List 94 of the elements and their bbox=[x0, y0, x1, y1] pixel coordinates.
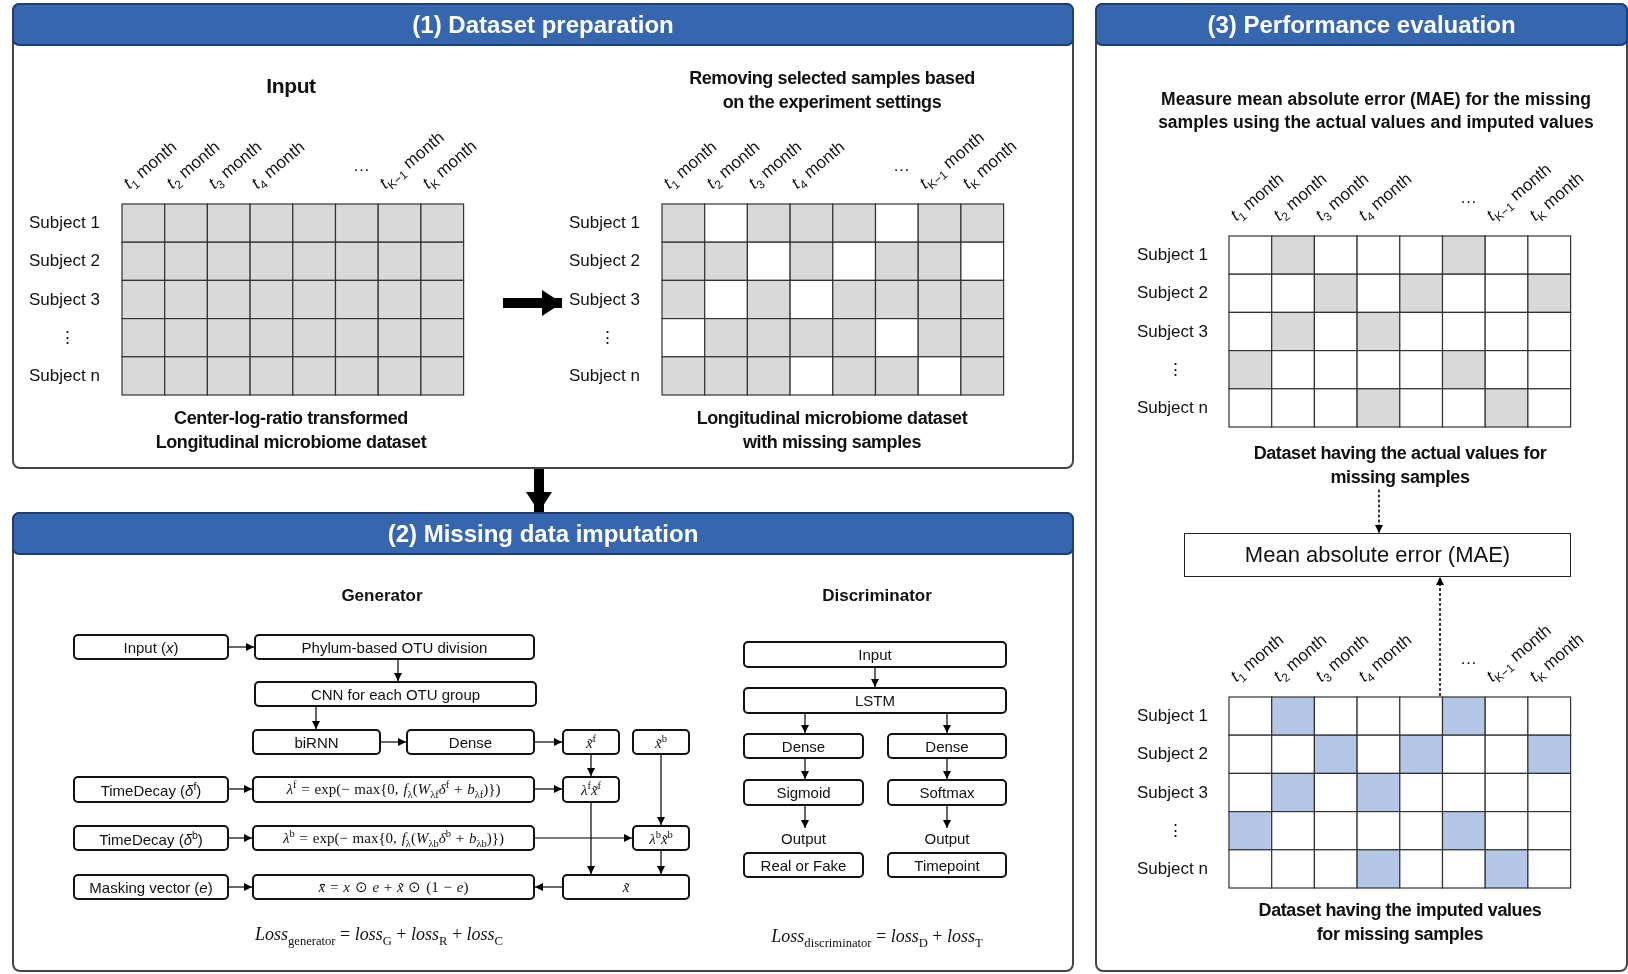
process-box: TimeDecay (δ$^{b}$) bbox=[73, 825, 229, 851]
arrow bbox=[657, 754, 665, 826]
section-heading: Measure mean absolute error (MAE) for the missing samples using the actual values and imputed values bbox=[1157, 88, 1595, 134]
column-header: … bbox=[893, 156, 910, 176]
process-box: x̄ = x ⊙ e + x̃ ⊙ (1 − e) bbox=[252, 874, 535, 900]
output-label: Output bbox=[780, 830, 827, 847]
process-box: Input (x) bbox=[73, 634, 229, 660]
row-header: Subject n bbox=[1137, 397, 1208, 418]
loss-formula: Loss$_{generator}$ = loss$_{G}$ + loss$_{R}$ + loss$_{C}$ bbox=[254, 924, 504, 950]
arrow bbox=[228, 785, 253, 793]
section-header: (1) Dataset preparation bbox=[12, 3, 1074, 46]
row-header: Subject 3 bbox=[1137, 782, 1208, 803]
grid-caption: Dataset having the actual values for missing samples bbox=[1252, 442, 1548, 490]
arrow bbox=[801, 805, 809, 829]
grid-caption: Center-log-ratio transformed Longitudinal microbiome dataset bbox=[154, 407, 428, 455]
block-arrow bbox=[503, 290, 562, 316]
column-header: … bbox=[1460, 188, 1477, 208]
process-box: λ$^{b}$x̃$^{b}$ bbox=[632, 825, 690, 851]
grid-title: Input bbox=[265, 73, 317, 99]
arrow bbox=[394, 659, 402, 682]
column-header: … bbox=[1460, 649, 1477, 669]
arrow bbox=[380, 738, 407, 746]
process-box: TimeDecay (δ$^{f}$) bbox=[73, 776, 229, 803]
row-header: Subject 3 bbox=[29, 289, 100, 310]
process-box: x̃ bbox=[562, 874, 690, 900]
row-header: Subject n bbox=[569, 365, 640, 386]
arrow bbox=[228, 643, 255, 651]
dotted-arrow bbox=[1436, 576, 1444, 697]
dotted-arrow bbox=[1375, 488, 1383, 534]
process-box: Timepoint bbox=[887, 852, 1007, 878]
process-box: Real or Fake bbox=[743, 852, 864, 878]
block-arrow bbox=[526, 469, 552, 512]
arrow bbox=[228, 834, 253, 842]
arrow bbox=[228, 883, 253, 891]
process-box: Dense bbox=[743, 733, 864, 759]
process-box: Sigmoid bbox=[743, 779, 864, 806]
process-box: CNN for each OTU group bbox=[254, 681, 537, 707]
process-box: λ$^{f}$x̃$^{f}$ bbox=[562, 776, 620, 803]
row-header: Subject 1 bbox=[29, 213, 100, 234]
arrow bbox=[943, 713, 951, 734]
process-box: x̃$^{b}$ bbox=[632, 729, 690, 755]
output-label: Output bbox=[923, 830, 971, 847]
loss-formula: Loss$_{discriminator}$ = loss$_{D}$ + loss$_{T}$ bbox=[770, 926, 984, 952]
process-box: biRNN bbox=[252, 729, 381, 755]
arrow bbox=[534, 834, 633, 842]
diagram-heading: Discriminator bbox=[821, 586, 933, 606]
section-header: (2) Missing data imputation bbox=[12, 512, 1074, 555]
row-header: Subject n bbox=[29, 365, 100, 386]
arrow bbox=[943, 758, 951, 780]
process-box: LSTM bbox=[743, 687, 1007, 714]
arrow bbox=[312, 706, 320, 730]
row-header: Subject 3 bbox=[569, 289, 640, 310]
process-box: Dense bbox=[406, 729, 535, 755]
section-panel bbox=[12, 512, 1074, 972]
row-header: Subject 1 bbox=[569, 213, 640, 234]
process-box: Masking vector (e) bbox=[73, 874, 229, 900]
process-box: Dense bbox=[887, 733, 1007, 759]
arrow bbox=[657, 850, 665, 875]
row-header: ⋮ bbox=[1167, 820, 1184, 841]
column-header: … bbox=[353, 156, 370, 176]
row-header: Subject 3 bbox=[1137, 321, 1208, 342]
row-header: Subject 1 bbox=[1137, 706, 1208, 727]
row-header: Subject 2 bbox=[29, 251, 100, 272]
process-box: λ$^{f}$ = exp(− max{0, f$_{λ}$(W$_{λf}$δ$^{f}$ + b$_{λf}$)}) bbox=[252, 776, 535, 803]
diagram-heading: Generator bbox=[340, 586, 424, 606]
row-header: Subject 2 bbox=[1137, 744, 1208, 765]
section-panel bbox=[12, 3, 1074, 469]
row-header: Subject 2 bbox=[569, 251, 640, 272]
grid-title: Removing selected samples based on the experiment settings bbox=[688, 67, 976, 115]
arrow bbox=[534, 738, 563, 746]
grid-caption: Longitudinal microbiome dataset with missing samples bbox=[695, 407, 969, 455]
result-box: Mean absolute error (MAE) bbox=[1184, 533, 1571, 577]
row-header: ⋮ bbox=[59, 327, 76, 348]
arrow bbox=[801, 758, 809, 780]
section-panel bbox=[1095, 3, 1628, 972]
arrow bbox=[943, 805, 951, 829]
section-header: (3) Performance evaluation bbox=[1095, 3, 1628, 46]
arrow bbox=[871, 667, 879, 688]
row-header: ⋮ bbox=[599, 327, 616, 348]
arrow bbox=[587, 802, 595, 875]
arrow bbox=[534, 785, 563, 793]
row-header: Subject 2 bbox=[1137, 283, 1208, 304]
arrow bbox=[587, 754, 595, 777]
process-box: x̃$^{f}$ bbox=[562, 729, 620, 755]
grid-caption: Dataset having the imputed values for missing samples bbox=[1257, 899, 1543, 947]
arrow bbox=[801, 713, 809, 734]
process-box: Phylum-based OTU division bbox=[254, 634, 535, 660]
row-header: ⋮ bbox=[1167, 359, 1184, 380]
row-header: Subject 1 bbox=[1137, 245, 1208, 266]
process-box: λ$^{b}$ = exp(− max{0, f$_{λ}$(W$_{λb}$δ$^{b}$ + b$_{λb}$)}) bbox=[252, 825, 535, 851]
row-header: Subject n bbox=[1137, 858, 1208, 879]
process-box: Softmax bbox=[887, 779, 1007, 806]
process-box: Input bbox=[743, 641, 1007, 668]
arrow bbox=[534, 883, 563, 891]
